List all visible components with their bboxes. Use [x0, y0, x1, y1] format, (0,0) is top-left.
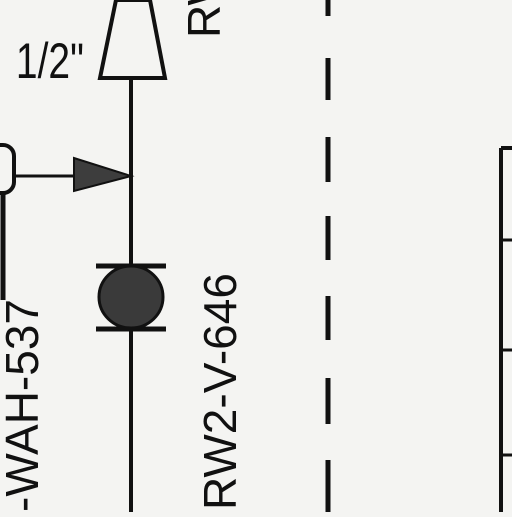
line-size-label: 1/2"	[16, 32, 84, 89]
top-right-tag-fragment: RW	[178, 0, 230, 38]
left-instrument-tag: -WAH-537	[0, 299, 48, 512]
reducer-icon	[97, 0, 168, 80]
valve-tag: RW2-V-646	[194, 273, 246, 510]
instrument-bubble-icon	[0, 143, 16, 195]
valve-icon	[96, 263, 166, 332]
equipment-box-fragment	[499, 146, 512, 512]
flow-arrow-icon	[73, 156, 135, 193]
